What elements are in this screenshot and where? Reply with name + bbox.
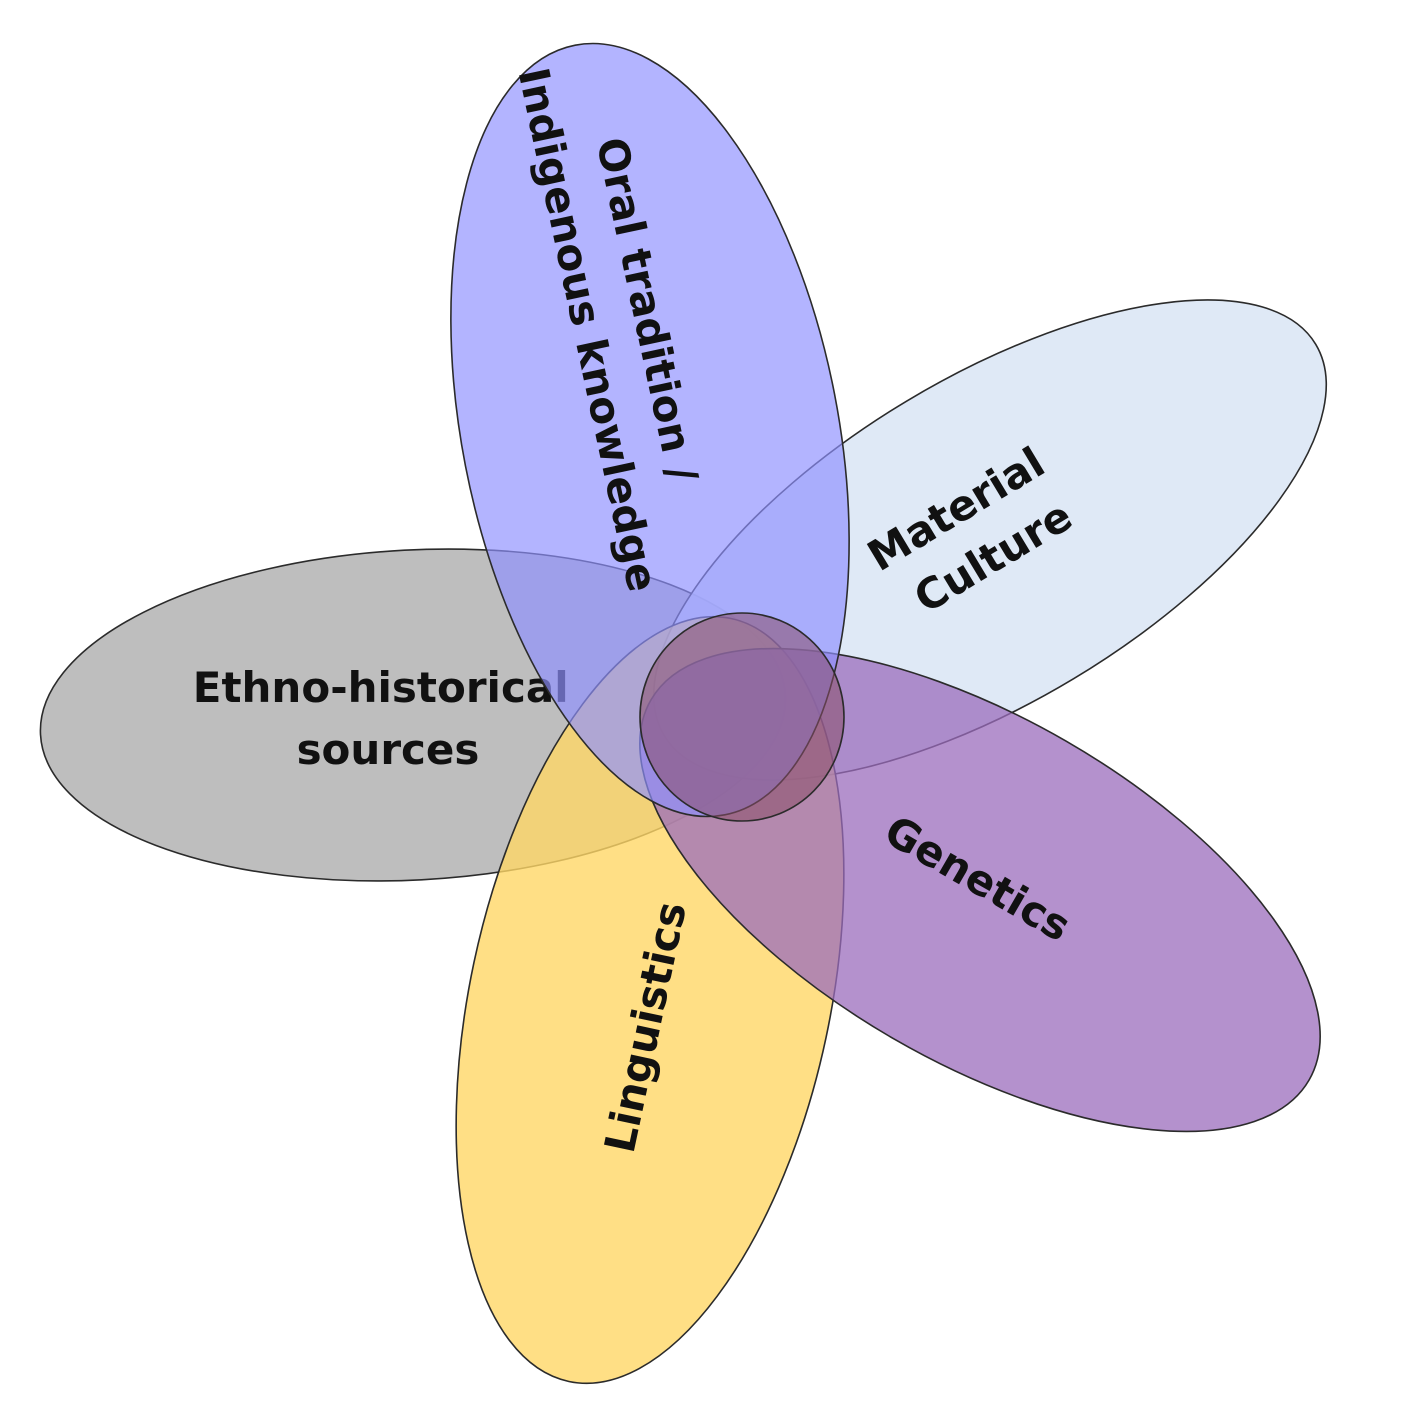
label-ethno-historical-line-1: Ethno-historical bbox=[193, 663, 569, 712]
center-overlap-circle bbox=[639, 612, 845, 822]
label-ethno-historical: Ethno-historical sources bbox=[193, 663, 583, 774]
label-ethno-historical-line-2: sources bbox=[297, 725, 480, 774]
